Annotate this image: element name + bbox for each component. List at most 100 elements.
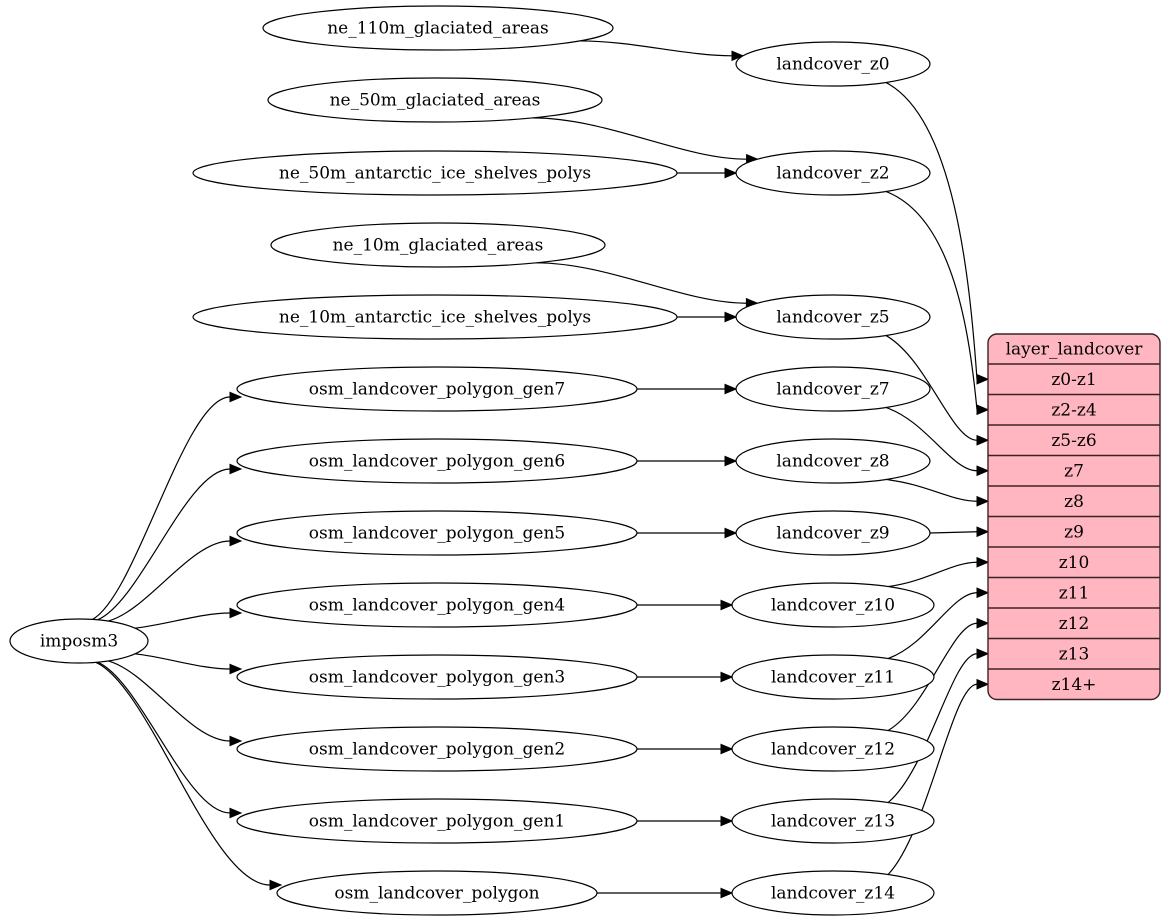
edge-imposm3-to-osm_landcover_polygon_gen3 bbox=[135, 653, 243, 675]
edge-ne_10m_antarctic_ice_shelves_polys-to-landcover_z5 bbox=[677, 311, 738, 323]
table-row-z14+[interactable]: z14+ bbox=[1052, 675, 1097, 695]
node-label: landcover_z0 bbox=[776, 55, 889, 75]
node-label: osm_landcover_polygon_gen7 bbox=[309, 380, 565, 400]
edge-arrowhead bbox=[229, 391, 243, 403]
edge-landcover_z0-to-table-row-0 bbox=[885, 81, 990, 385]
table-row-z5-z6[interactable]: z5-z6 bbox=[1051, 431, 1096, 451]
edge-imposm3-to-osm_landcover_polygon_gen1 bbox=[97, 661, 243, 819]
node-osm_landcover_polygon_gen5[interactable]: osm_landcover_polygon_gen5 bbox=[236, 510, 638, 556]
edge-landcover_z9-to-table-row-5 bbox=[929, 526, 990, 538]
edge-imposm3-to-osm_landcover_polygon_gen7 bbox=[92, 391, 243, 620]
node-osm_landcover_polygon_gen6[interactable]: osm_landcover_polygon_gen6 bbox=[236, 438, 638, 484]
node-label: landcover_z10 bbox=[771, 596, 895, 616]
node-landcover_z10[interactable]: landcover_z10 bbox=[731, 582, 935, 628]
edge-path bbox=[885, 81, 978, 380]
edge-path bbox=[108, 660, 231, 742]
node-osm_landcover_polygon_gen2[interactable]: osm_landcover_polygon_gen2 bbox=[236, 726, 638, 772]
table-row-z9[interactable]: z9 bbox=[1064, 522, 1084, 542]
edge-path bbox=[887, 592, 978, 660]
edge-osm_landcover_polygon_gen5-to-landcover_z9 bbox=[637, 527, 738, 539]
node-label: osm_landcover_polygon_gen3 bbox=[309, 668, 565, 688]
edge-path bbox=[929, 531, 978, 534]
node-landcover_z0[interactable]: landcover_z0 bbox=[735, 41, 931, 87]
layer-landcover-table[interactable]: layer_landcoverz0-z1z2-z4z5-z6z7z8z9z10z… bbox=[987, 333, 1161, 701]
edge-arrowhead bbox=[731, 50, 745, 62]
node-osm_landcover_polygon_gen1[interactable]: osm_landcover_polygon_gen1 bbox=[236, 798, 638, 844]
table-row-z2-z4[interactable]: z2-z4 bbox=[1051, 400, 1096, 420]
edge-path bbox=[579, 40, 732, 57]
node-imposm3[interactable]: imposm3 bbox=[9, 618, 149, 664]
table-row-z0-z1[interactable]: z0-z1 bbox=[1051, 370, 1096, 390]
landcover-node-ellipse bbox=[735, 366, 931, 412]
edge-path bbox=[885, 478, 978, 502]
table-layer: layer_landcoverz0-z1z2-z4z5-z6z7z8z9z10z… bbox=[987, 333, 1161, 701]
edge-landcover_z11-to-table-row-7 bbox=[887, 587, 990, 660]
node-landcover_z9[interactable]: landcover_z9 bbox=[735, 510, 931, 556]
node-ne_110m_glaciated_areas[interactable]: ne_110m_glaciated_areas bbox=[262, 5, 614, 51]
osm-node-ellipse bbox=[236, 510, 638, 556]
ne-node-ellipse bbox=[270, 222, 606, 268]
edge-arrowhead bbox=[976, 495, 990, 507]
node-label: ne_50m_glaciated_areas bbox=[330, 91, 541, 111]
node-osm_landcover_polygon_gen7[interactable]: osm_landcover_polygon_gen7 bbox=[236, 366, 638, 412]
node-landcover_z14[interactable]: landcover_z14 bbox=[731, 870, 935, 916]
edge-landcover_z13-to-table-row-9 bbox=[887, 648, 990, 804]
edge-arrowhead bbox=[229, 535, 243, 547]
edge-path bbox=[135, 653, 231, 670]
node-label: landcover_z8 bbox=[776, 452, 889, 472]
node-landcover_z13[interactable]: landcover_z13 bbox=[731, 798, 935, 844]
node-ne_10m_glaciated_areas[interactable]: ne_10m_glaciated_areas bbox=[270, 222, 606, 268]
edge-arrowhead bbox=[720, 671, 734, 683]
ne-node-ellipse bbox=[262, 5, 614, 51]
node-ne_10m_antarctic_ice_shelves_polys[interactable]: ne_10m_antarctic_ice_shelves_polys bbox=[192, 294, 678, 340]
edge-landcover_z2-to-table-row-1 bbox=[885, 190, 990, 416]
edge-arrowhead bbox=[976, 373, 990, 385]
edge-path bbox=[887, 561, 978, 588]
edge-arrowhead bbox=[724, 383, 738, 395]
edge-path bbox=[885, 190, 978, 410]
node-landcover_z11[interactable]: landcover_z11 bbox=[731, 654, 935, 700]
osm-node-ellipse bbox=[236, 726, 638, 772]
node-landcover_z5[interactable]: landcover_z5 bbox=[735, 294, 931, 340]
node-landcover_z8[interactable]: landcover_z8 bbox=[735, 438, 931, 484]
edge-arrowhead bbox=[229, 463, 243, 475]
edge-landcover_z14-to-table-row-10 bbox=[887, 678, 990, 875]
edge-arrowhead bbox=[976, 526, 990, 538]
edge-arrowhead bbox=[976, 587, 990, 599]
edge-arrowhead bbox=[976, 617, 990, 629]
node-label: landcover_z7 bbox=[776, 380, 889, 400]
table-row-z8[interactable]: z8 bbox=[1064, 492, 1084, 512]
edge-arrowhead bbox=[229, 807, 243, 819]
table-row-z11[interactable]: z11 bbox=[1059, 583, 1090, 603]
table-row-z13[interactable]: z13 bbox=[1059, 644, 1090, 664]
edge-path bbox=[97, 661, 231, 814]
edge-arrowhead bbox=[720, 599, 734, 611]
node-ne_50m_antarctic_ice_shelves_polys[interactable]: ne_50m_antarctic_ice_shelves_polys bbox=[192, 150, 678, 196]
edge-imposm3-to-osm_landcover_polygon bbox=[95, 661, 283, 891]
edge-layer bbox=[92, 40, 990, 899]
table-row-z10[interactable]: z10 bbox=[1059, 553, 1090, 573]
landcover-node-ellipse bbox=[731, 870, 935, 916]
table-row-z12[interactable]: z12 bbox=[1059, 614, 1090, 634]
landcover-node-ellipse bbox=[735, 41, 931, 87]
node-label: osm_landcover_polygon_gen4 bbox=[309, 596, 565, 616]
node-osm_landcover_polygon_gen4[interactable]: osm_landcover_polygon_gen4 bbox=[236, 582, 638, 628]
osm-node-ellipse bbox=[236, 438, 638, 484]
node-label: ne_10m_antarctic_ice_shelves_polys bbox=[279, 308, 591, 328]
node-landcover_z7[interactable]: landcover_z7 bbox=[735, 366, 931, 412]
table-row-z7[interactable]: z7 bbox=[1064, 461, 1084, 481]
edge-osm_landcover_polygon_gen3-to-landcover_z11 bbox=[637, 671, 734, 683]
edge-path bbox=[97, 468, 231, 621]
node-landcover_z2[interactable]: landcover_z2 bbox=[735, 150, 931, 196]
node-osm_landcover_polygon[interactable]: osm_landcover_polygon bbox=[276, 870, 598, 916]
edge-path bbox=[535, 262, 747, 304]
node-label: osm_landcover_polygon_gen5 bbox=[309, 524, 565, 544]
edge-path bbox=[92, 396, 231, 620]
node-label: ne_50m_antarctic_ice_shelves_polys bbox=[279, 164, 591, 184]
node-label: landcover_z14 bbox=[771, 884, 895, 904]
node-landcover_z12[interactable]: landcover_z12 bbox=[731, 726, 935, 772]
edge-arrowhead bbox=[720, 743, 734, 755]
node-osm_landcover_polygon_gen3[interactable]: osm_landcover_polygon_gen3 bbox=[236, 654, 638, 700]
edge-path bbox=[95, 661, 271, 886]
node-ne_50m_glaciated_areas[interactable]: ne_50m_glaciated_areas bbox=[267, 77, 603, 123]
